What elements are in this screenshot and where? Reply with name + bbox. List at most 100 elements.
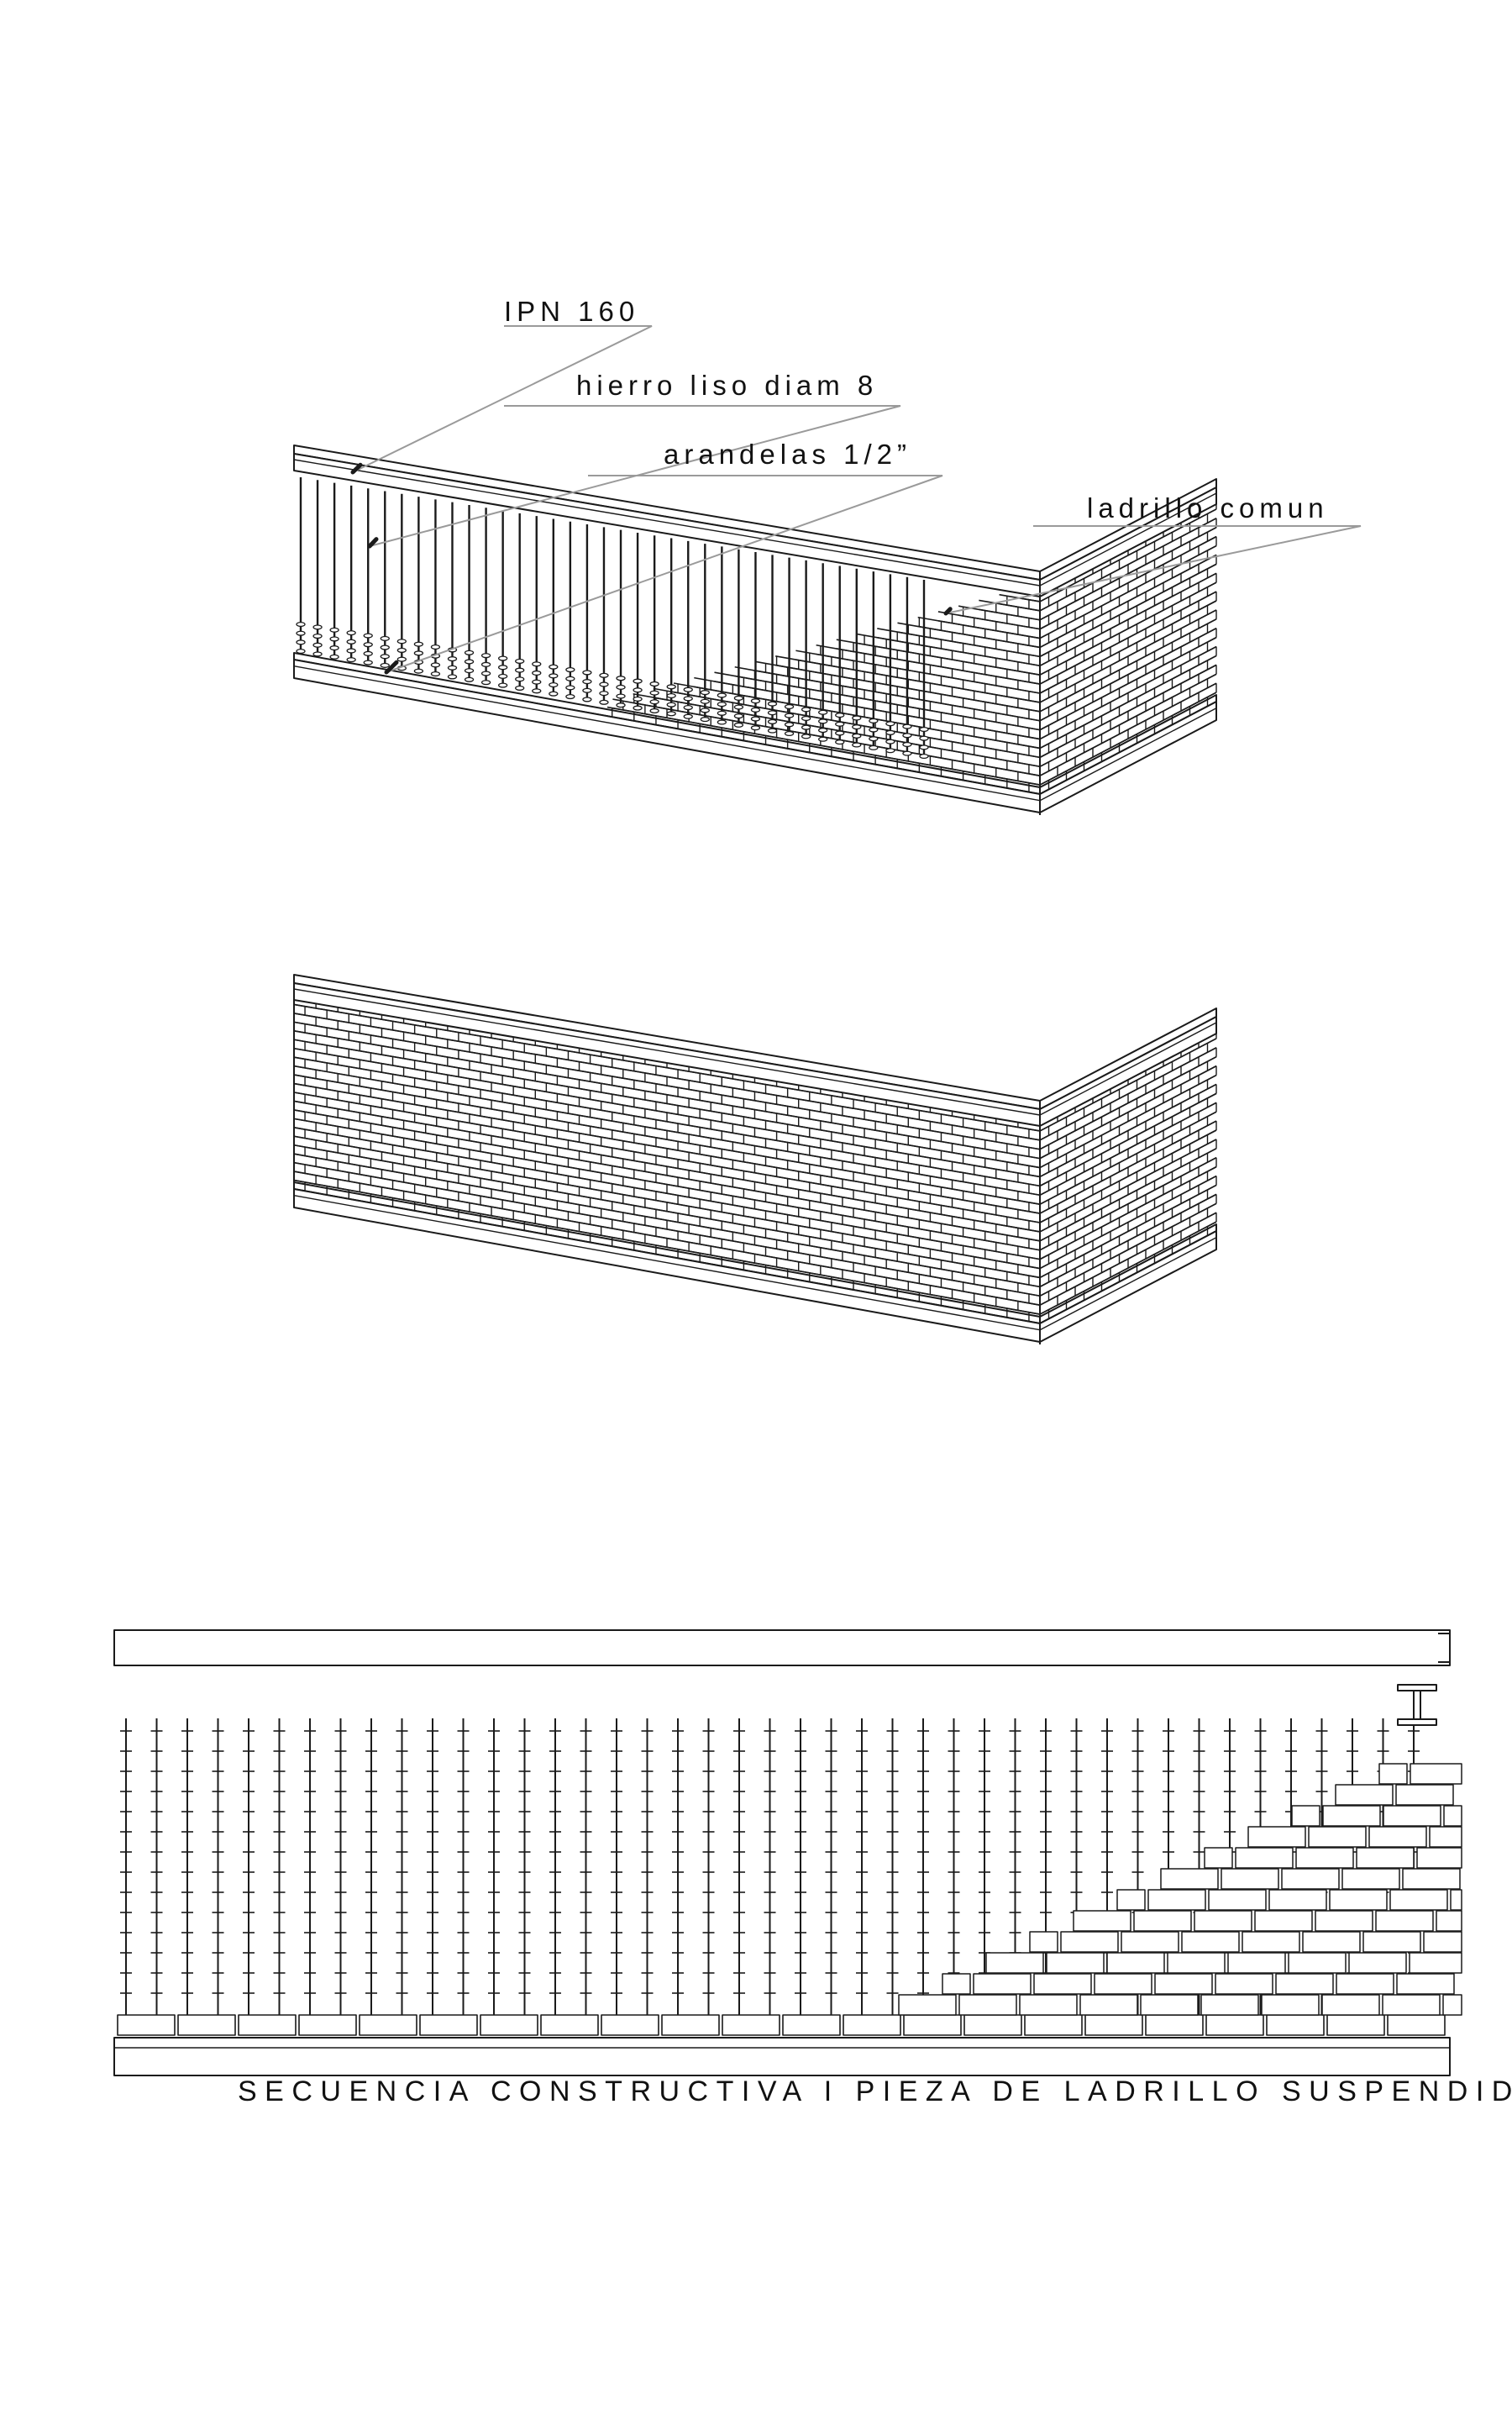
elevation-brick — [1375, 1910, 1434, 1932]
washer — [346, 657, 356, 663]
base-brick — [722, 2014, 780, 2036]
base-brick — [480, 2014, 538, 2036]
elevation-top-beam — [113, 1629, 1451, 1666]
washer — [565, 685, 575, 691]
brick-course-line — [1039, 655, 1217, 750]
washer — [885, 748, 895, 754]
brick-course-line — [1039, 692, 1217, 786]
ipn-flange — [1397, 1684, 1437, 1691]
brick-course-line — [1039, 1148, 1217, 1242]
ipn-flange — [1397, 1718, 1437, 1726]
washer — [480, 671, 491, 676]
brick-course-line — [633, 692, 1041, 768]
elevation-brick — [1275, 1973, 1334, 1995]
washer — [750, 716, 761, 722]
washer — [801, 707, 811, 713]
brick-course-line — [816, 644, 1041, 685]
brick-course-line — [694, 676, 1041, 740]
elevation-brick — [1308, 1826, 1367, 1848]
washer — [582, 670, 592, 676]
elevation-brick — [1450, 1889, 1462, 1911]
washer — [296, 639, 306, 645]
washer — [430, 644, 441, 650]
washer — [852, 715, 862, 721]
washer — [363, 650, 373, 656]
elevation-brick — [1227, 1952, 1286, 1974]
washer — [582, 697, 592, 702]
washer — [733, 704, 744, 710]
elevation-brick — [1133, 1910, 1192, 1932]
elevation-brick — [1395, 1784, 1454, 1806]
elevation-brick — [1329, 1889, 1388, 1911]
washer — [633, 678, 643, 684]
washer — [818, 728, 828, 734]
base-brick — [661, 2014, 720, 2036]
base-brick — [1387, 2014, 1446, 2036]
base-brick — [1326, 2014, 1385, 2036]
washer — [919, 753, 929, 760]
base-brick — [540, 2014, 599, 2036]
washer — [733, 695, 744, 701]
brick-course-line — [1039, 1074, 1217, 1169]
washer — [396, 647, 407, 653]
washer — [515, 685, 525, 691]
washer — [835, 739, 845, 745]
elevation-view — [113, 1629, 1462, 2076]
washer — [582, 679, 592, 685]
bottom-brick-course — [117, 2014, 1446, 2036]
brick-course-line — [1039, 1184, 1217, 1279]
elevation-brick — [1281, 1868, 1340, 1890]
washer — [430, 662, 441, 668]
elevation-brick — [1396, 1973, 1455, 1995]
elevation-brick — [1291, 1805, 1320, 1827]
washer — [464, 659, 475, 665]
washer — [396, 639, 407, 644]
washer — [380, 654, 390, 660]
washer — [532, 688, 542, 694]
base-brick — [903, 2014, 962, 2036]
brick-course-line — [877, 628, 1041, 658]
base-brick — [782, 2014, 841, 2036]
washer — [329, 627, 339, 633]
axonometric-construction-view — [293, 445, 1217, 815]
washer — [869, 736, 879, 742]
elevation-brick — [1019, 1994, 1078, 2016]
washer — [565, 676, 575, 681]
brick-course-line — [293, 1188, 1041, 1324]
leader-line — [352, 325, 653, 473]
beam-flange-line — [293, 988, 1041, 1116]
brick-course-line — [1039, 1056, 1217, 1150]
washer — [649, 681, 659, 687]
washer — [532, 679, 542, 685]
brick-course-line — [293, 1056, 1041, 1187]
elevation-brick — [1261, 1994, 1320, 2016]
brick-course-line — [734, 666, 1041, 722]
washer — [835, 721, 845, 727]
leader-arrowhead — [943, 607, 953, 616]
leader-arrowhead — [384, 660, 399, 675]
base-brick — [1024, 2014, 1083, 2036]
elevation-brick — [1402, 1868, 1461, 1890]
washer — [413, 668, 424, 674]
elevation-brick — [1315, 1910, 1373, 1932]
washer — [363, 633, 373, 639]
washer — [296, 630, 306, 636]
washer — [565, 667, 575, 673]
washer — [532, 670, 542, 676]
brick-course-line — [979, 599, 1041, 612]
elevation-brick — [1154, 1973, 1213, 1995]
base-brick — [963, 2014, 1022, 2036]
washer — [818, 718, 828, 724]
base-brick — [177, 2014, 236, 2036]
elevation-brick — [1208, 1889, 1267, 1911]
elevation-brick — [1215, 1973, 1273, 1995]
brick-course-line — [1039, 527, 1217, 621]
brick-course-line — [293, 1092, 1041, 1223]
washer — [616, 676, 626, 681]
washer — [565, 694, 575, 700]
washer — [902, 741, 912, 748]
brick-course-line — [917, 616, 1041, 639]
washer — [700, 717, 710, 723]
washer — [784, 713, 795, 718]
elevation-brick — [1147, 1889, 1206, 1911]
